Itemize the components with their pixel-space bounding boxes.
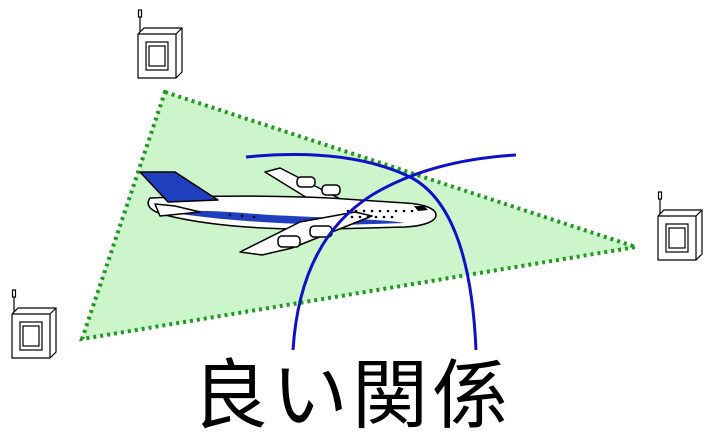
airplane-icon	[139, 167, 437, 256]
ground-station-icon	[137, 9, 183, 79]
range-arc-right-station	[291, 153, 517, 351]
range-arc-left-station	[245, 153, 478, 351]
caption-text: 良い関係	[192, 351, 512, 440]
ground-station-icon	[11, 289, 57, 359]
ground-station-icon	[657, 191, 703, 261]
